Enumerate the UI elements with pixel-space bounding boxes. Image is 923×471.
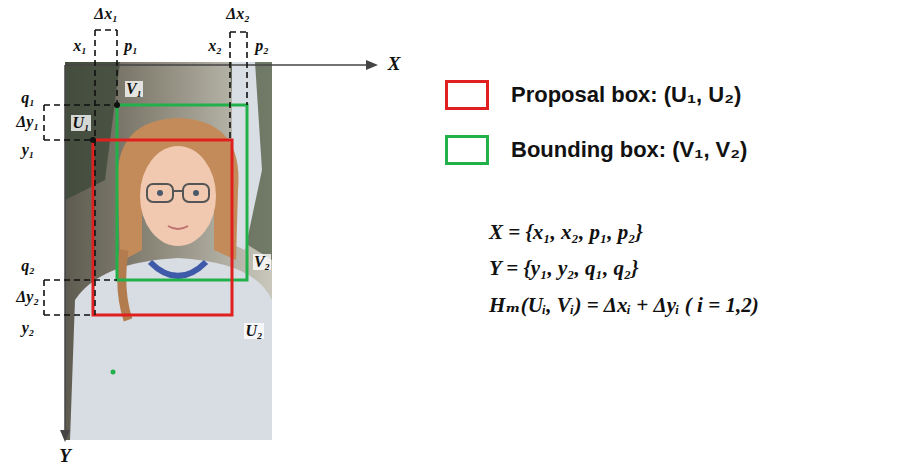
coordinate-label: q₁	[20, 90, 36, 107]
eye	[193, 190, 199, 196]
offset-label: Δx₂	[225, 6, 251, 23]
guide-line	[246, 32, 248, 105]
coordinate-label: p₂	[254, 38, 270, 55]
coordinate-label: y₂	[21, 320, 36, 337]
guide-line	[94, 30, 96, 315]
axis-label: Y	[58, 446, 72, 466]
offset-label: Δy₁	[15, 114, 40, 131]
glasses	[173, 190, 183, 192]
y-axis	[64, 65, 66, 432]
coordinate-label: x₁	[72, 38, 88, 55]
corner-dot	[114, 102, 120, 108]
guide-line	[44, 279, 117, 281]
glasses	[183, 184, 209, 202]
formula: Hₘ(Uᵢ, Vᵢ) = Δxᵢ + Δyᵢ ( i = 1,2)	[488, 294, 760, 316]
offset-label: Δx₁	[93, 6, 119, 23]
guide-line	[44, 104, 117, 106]
legend-swatch	[445, 135, 489, 165]
x-axis	[65, 64, 368, 66]
braid	[122, 250, 128, 320]
legend-text: Proposal box: (U₁, U₂)	[511, 82, 741, 108]
legend-text: Bounding box: (V₁, V₂)	[511, 137, 747, 163]
guide-line	[95, 29, 117, 31]
coordinate-label: x₂	[207, 38, 223, 55]
guide-line	[229, 32, 231, 140]
sweater	[70, 258, 272, 440]
guide-line	[43, 105, 45, 140]
corner-label: U₂	[244, 323, 263, 340]
face	[140, 146, 216, 246]
bounding-box	[117, 105, 247, 280]
legend-swatch	[445, 80, 489, 110]
guide-line	[44, 139, 93, 141]
coordinate-label: p₁	[123, 38, 139, 55]
guide-line	[116, 30, 118, 105]
collar	[150, 262, 206, 276]
dot	[111, 370, 116, 375]
guide-line	[230, 31, 247, 33]
axis-arrowhead	[366, 60, 378, 70]
eye	[157, 190, 163, 196]
proposal-box	[93, 140, 232, 315]
axis-label: X	[387, 54, 402, 74]
guide-lines	[44, 30, 247, 315]
guide-line	[43, 280, 45, 315]
corner-dot	[90, 137, 96, 143]
glasses	[147, 184, 173, 202]
corner-label: V₁	[125, 81, 143, 98]
photo	[65, 62, 272, 440]
photo-background	[65, 62, 272, 440]
axis-arrowhead	[60, 430, 70, 442]
coordinate-label: y₁	[21, 142, 36, 159]
mouth	[168, 226, 188, 229]
corner-label: U₁	[71, 115, 90, 132]
guide-line	[44, 314, 93, 316]
coordinate-label: q₂	[20, 258, 36, 275]
offset-label: Δy₂	[15, 289, 40, 306]
legend-entry: Proposal box: (U₁, U₂)	[445, 80, 741, 110]
fringe	[140, 140, 216, 160]
legend-entry: Bounding box: (V₁, V₂)	[445, 135, 747, 165]
formula: X = {x₁, x₂, p₁, p₂}	[488, 221, 644, 243]
formula: Y = {y₁, y₂, q₁, q₂}	[488, 257, 640, 279]
corner-label: V₂	[253, 254, 271, 271]
